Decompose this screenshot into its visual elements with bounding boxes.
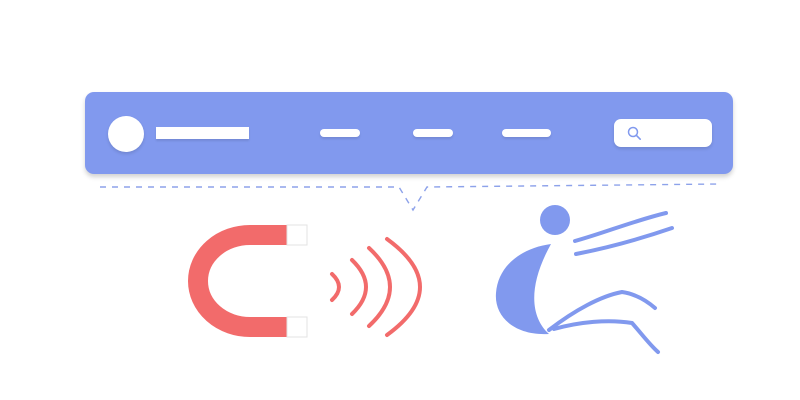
search-input[interactable]: [614, 119, 712, 147]
nav-link-placeholder-2[interactable]: [413, 129, 453, 137]
nav-link-placeholder-3[interactable]: [502, 129, 551, 137]
navigation-bar: [85, 92, 733, 174]
circle-logo-icon[interactable]: [108, 116, 144, 152]
magnet-icon: [188, 224, 308, 338]
attracted-person-icon: [495, 205, 674, 354]
site-title-placeholder: [156, 127, 249, 139]
nav-link-placeholder-1[interactable]: [320, 129, 360, 137]
signal-waves-icon: [330, 237, 422, 337]
search-icon[interactable]: [626, 125, 642, 141]
